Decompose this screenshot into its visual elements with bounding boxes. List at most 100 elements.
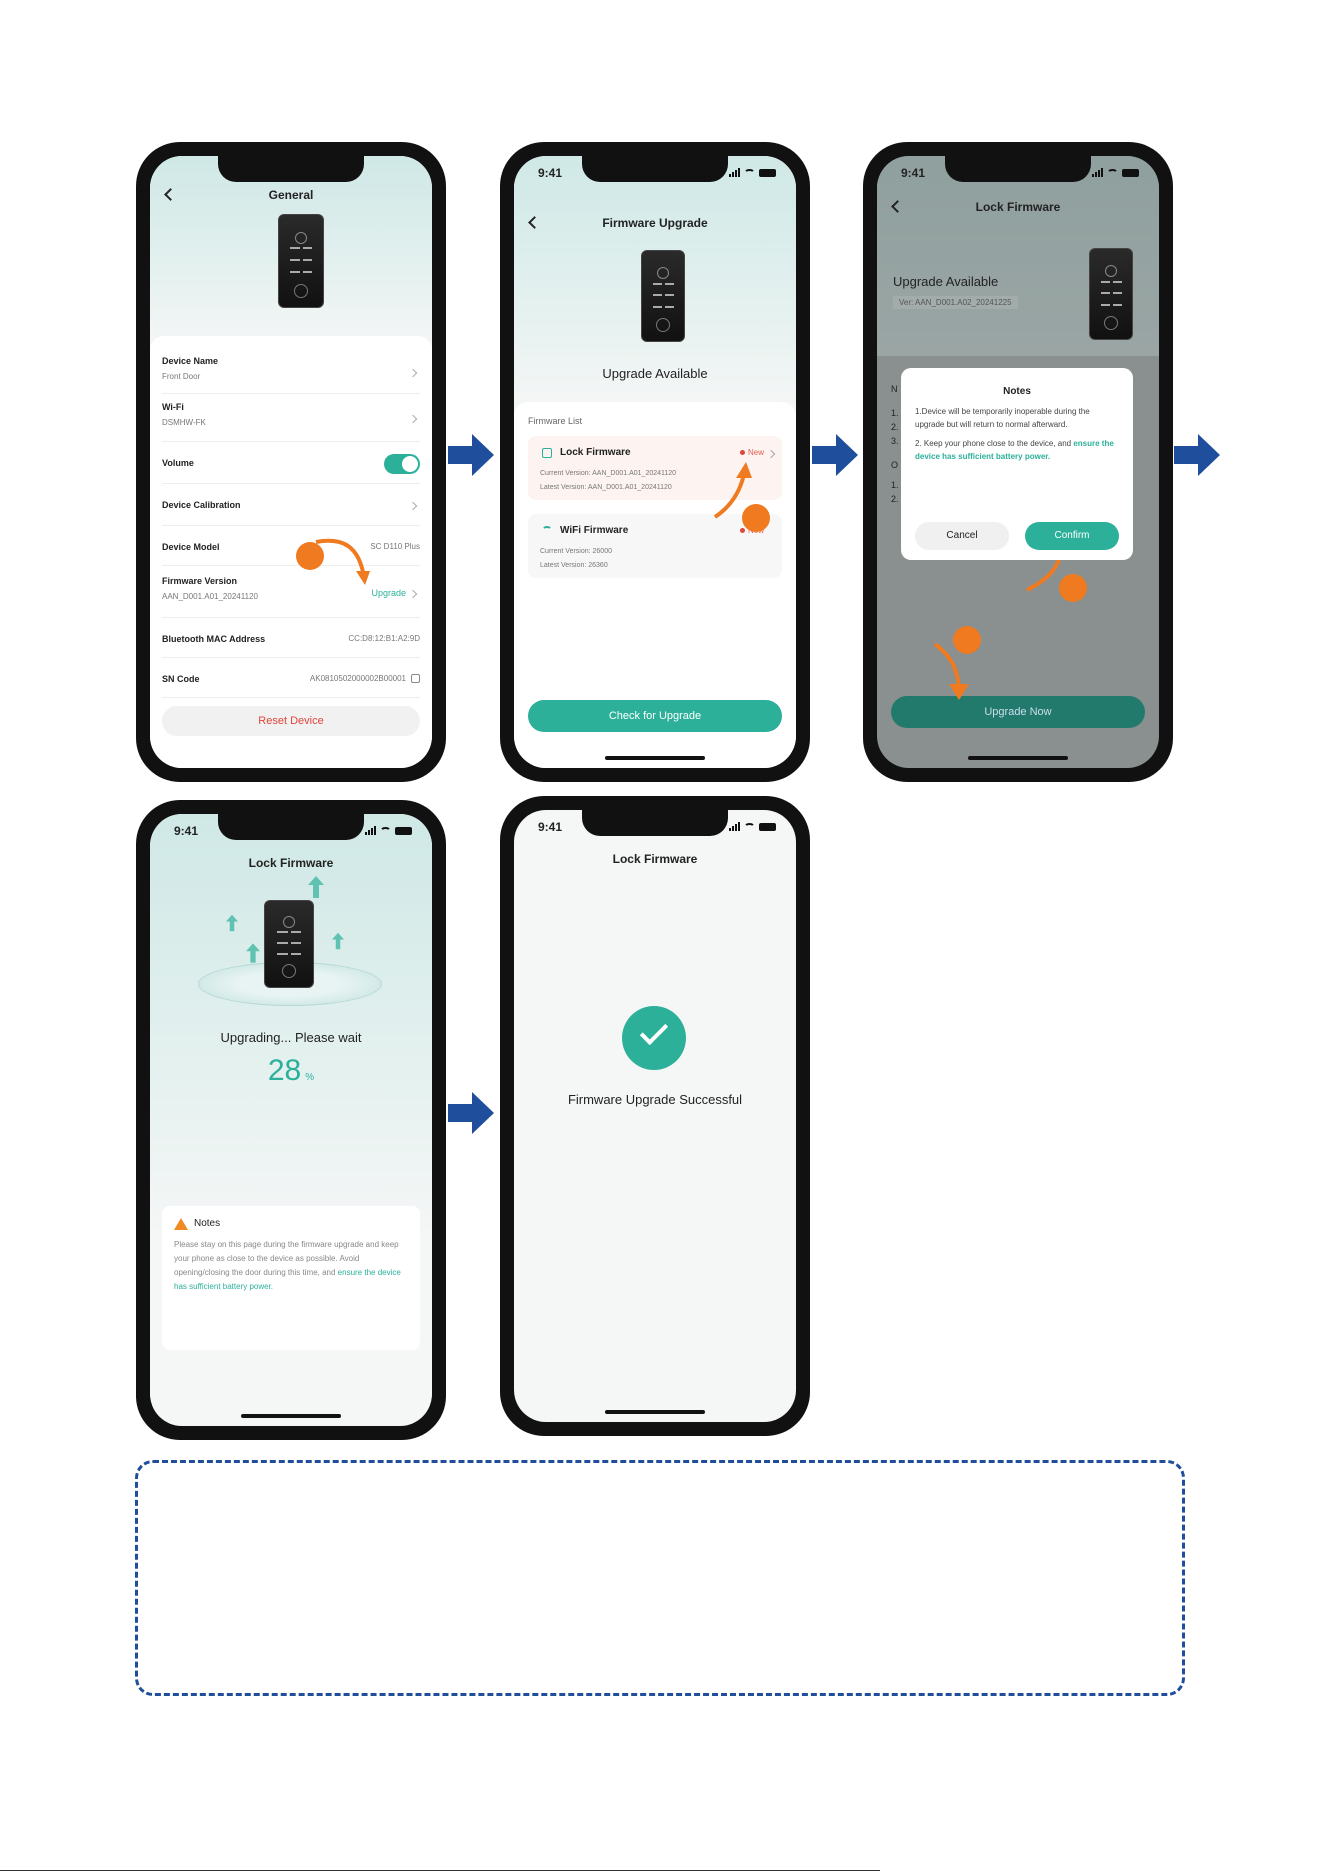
- phone-lock-firmware-confirm: 9:41 Lock Firmware Upgrade Available Ver…: [863, 142, 1173, 782]
- notes-card: Notes Please stay on this page during th…: [162, 1206, 420, 1350]
- bg-label: O: [891, 460, 899, 470]
- next-arrow-icon: [812, 434, 858, 476]
- screen-upgrading: 9:41 Lock Firmware Upgrading... Please w…: [150, 814, 432, 1426]
- notes-text: Please stay on this page during the firm…: [174, 1238, 408, 1294]
- row-label: Volume: [162, 458, 194, 468]
- row-bluetooth-mac: Bluetooth MAC Address CC:D8:12:B1:A2:9D: [162, 620, 420, 658]
- status-icons: [365, 826, 412, 835]
- firmware-list-card: Firmware List Lock Firmware New Current …: [514, 402, 796, 768]
- up-arrow-icon: [308, 876, 324, 898]
- row-value: AK0810502000002B00001: [309, 674, 406, 683]
- notch: [582, 810, 728, 836]
- warning-icon: [174, 1218, 188, 1230]
- confirm-button[interactable]: Confirm: [1025, 522, 1119, 550]
- status-icons: [729, 822, 776, 831]
- battery-icon: [759, 823, 776, 831]
- up-arrow-icon: [226, 914, 238, 932]
- check-for-upgrade-button[interactable]: Check for Upgrade: [528, 700, 782, 732]
- current-version: Current Version: AAN_D001.A01_20241120: [540, 470, 677, 477]
- home-indicator: [605, 756, 705, 760]
- screen-lock-firmware-confirm: 9:41 Lock Firmware Upgrade Available Ver…: [877, 156, 1159, 768]
- lock-icon: [542, 448, 552, 458]
- chevron-right-icon: [766, 449, 776, 459]
- up-arrow-icon: [246, 943, 260, 963]
- row-wifi[interactable]: Wi-Fi DSMHW-FK: [162, 396, 420, 442]
- step-marker: [742, 504, 770, 532]
- lock-image: [264, 900, 314, 988]
- next-arrow-icon: [448, 434, 494, 476]
- phone-upgrading: 9:41 Lock Firmware Upgrading... Please w…: [136, 800, 446, 1440]
- upgrade-now-button[interactable]: Upgrade Now: [891, 696, 1145, 728]
- volume-toggle[interactable]: [384, 454, 420, 474]
- row-sn-code: SN Code AK0810502000002B00001: [162, 660, 420, 698]
- version-label: Ver: AAN_D001.A02_20241225: [893, 296, 1018, 309]
- lock-image: [278, 214, 324, 308]
- next-arrow-icon: [448, 1092, 494, 1134]
- row-label: Firmware Version: [162, 576, 238, 586]
- status-icons: [729, 168, 776, 177]
- row-label: Wi-Fi: [162, 402, 184, 412]
- bg-label: 3.: [891, 436, 899, 446]
- row-firmware-version[interactable]: Firmware Version AAN_D001.A01_20241120 U…: [162, 568, 420, 618]
- note-text: 2. Keep your phone close to the device, …: [915, 439, 1074, 448]
- success-message: Firmware Upgrade Successful: [567, 1092, 743, 1107]
- notch: [582, 156, 728, 182]
- step-marker: [953, 626, 981, 654]
- page-title: Lock Firmware: [975, 200, 1061, 214]
- wifi-firmware-item[interactable]: WiFi Firmware New Current Version: 26000…: [528, 514, 782, 578]
- row-label: SN Code: [162, 674, 200, 684]
- up-arrow-icon: [332, 932, 344, 950]
- battery-icon: [395, 827, 412, 835]
- cancel-button[interactable]: Cancel: [915, 522, 1009, 550]
- signal-icon: [729, 168, 740, 177]
- reset-device-button[interactable]: Reset Device: [162, 706, 420, 736]
- home-indicator: [241, 1414, 341, 1418]
- battery-icon: [1122, 169, 1139, 177]
- row-value: DSMHW-FK: [162, 418, 206, 427]
- dialog-note-1: 1.Device will be temporarily inoperable …: [915, 407, 1090, 429]
- phone-firmware-upgrade: 9:41 Firmware Upgrade Upgrade Available …: [500, 142, 810, 782]
- progress-percent: 28%: [150, 1054, 432, 1088]
- notch: [218, 814, 364, 840]
- page-title: Lock Firmware: [612, 852, 698, 866]
- lock-image: [641, 250, 685, 342]
- notes-background-list: N 1. 2. 3. O 1. 2.: [891, 382, 899, 506]
- wifi-icon: [1107, 169, 1118, 177]
- curved-arrow-icon: [933, 642, 969, 700]
- lock-image: [1089, 248, 1133, 340]
- step-marker: [296, 542, 324, 570]
- page-title: General: [268, 188, 314, 202]
- home-indicator: [968, 756, 1068, 760]
- curved-arrow-icon: [713, 462, 752, 519]
- screen-firmware-upgrade: 9:41 Firmware Upgrade Upgrade Available …: [514, 156, 796, 768]
- page-title: Firmware Upgrade: [602, 216, 708, 230]
- percent-unit: %: [305, 1072, 315, 1083]
- wifi-icon: [380, 827, 391, 835]
- upgrade-link[interactable]: Upgrade: [371, 588, 406, 598]
- row-label: Bluetooth MAC Address: [162, 634, 266, 644]
- next-arrow-icon: [1174, 434, 1220, 476]
- home-indicator: [605, 1410, 705, 1414]
- upgrading-status: Upgrading... Please wait: [220, 1030, 362, 1045]
- curved-arrow-icon: [315, 538, 370, 585]
- signal-icon: [365, 826, 376, 835]
- step-marker: [1059, 574, 1087, 602]
- row-value: CC:D8:12:B1:A2:9D: [348, 634, 420, 643]
- new-badge: New: [739, 448, 764, 457]
- firmware-name: WiFi Firmware: [560, 525, 629, 536]
- status-time: 9:41: [901, 166, 926, 180]
- row-device-calibration[interactable]: Device Calibration: [162, 486, 420, 526]
- bg-label: N: [891, 384, 898, 394]
- settings-card: Device Name Front Door Wi-Fi DSMHW-FK Vo…: [150, 336, 432, 768]
- copy-icon[interactable]: [411, 674, 420, 683]
- status-time: 9:41: [538, 166, 563, 180]
- dialog-note-2: 2. Keep your phone close to the device, …: [915, 437, 1119, 463]
- latest-version: Latest Version: 26360: [540, 562, 608, 569]
- phone-upgrade-success: 9:41 Lock Firmware Firmware Upgrade Succ…: [500, 796, 810, 1436]
- row-device-name[interactable]: Device Name Front Door: [162, 348, 420, 394]
- header-gradient: [150, 814, 432, 1234]
- status-icons: [1092, 168, 1139, 177]
- dialog-title: Notes: [1003, 386, 1031, 397]
- battery-icon: [759, 169, 776, 177]
- wifi-icon: [744, 169, 755, 177]
